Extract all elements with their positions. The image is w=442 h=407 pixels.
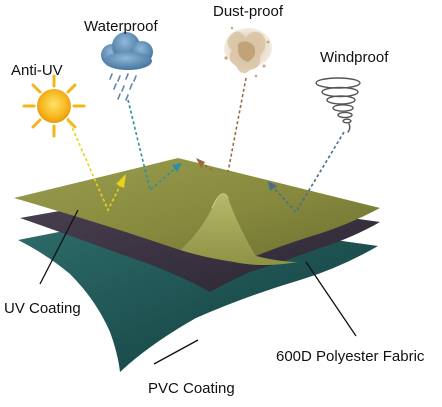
anti-uv-label: Anti-UV	[11, 62, 63, 79]
windproof-label: Windproof	[320, 49, 389, 66]
polyester-fabric-label: 600D Polyester Fabric	[276, 348, 425, 365]
uv-coating-layer	[14, 158, 380, 265]
uv-coating-leader	[39, 209, 79, 285]
sun-icon	[22, 74, 86, 138]
uv-arrowhead	[116, 174, 126, 188]
wind-arrow	[271, 131, 345, 214]
dust-cloud-icon	[224, 26, 272, 78]
tornado-icon	[315, 77, 361, 133]
uv-arrow	[67, 117, 123, 212]
pvc-coating-label: PVC Coating	[148, 380, 235, 397]
dust-arrow	[199, 77, 247, 173]
rain-cloud-icon	[101, 32, 153, 101]
dust-arrowhead	[196, 158, 205, 168]
water-arrowhead	[172, 163, 182, 172]
waterproof-label: Waterproof	[84, 18, 158, 35]
pvc-leader	[153, 339, 199, 365]
wind-arrowhead	[268, 181, 277, 191]
polyester-leader	[305, 261, 357, 337]
dust-proof-label: Dust-proof	[213, 3, 284, 20]
uv-coating-label: UV Coating	[4, 300, 81, 317]
